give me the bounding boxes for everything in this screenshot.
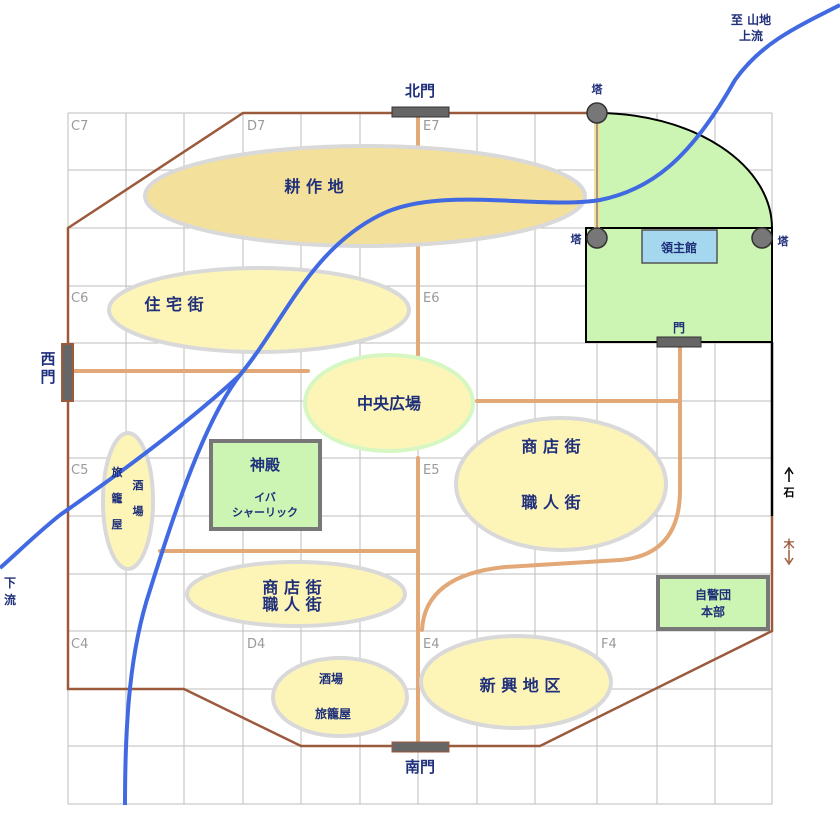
south-gate-label: 南門: [405, 758, 435, 776]
cell-label-c5: C5: [71, 463, 88, 478]
west-inn-char-1: 旅: [112, 465, 123, 479]
south-shop-label-1: 商 店 街: [262, 578, 321, 597]
vigilante-label-2: 本部: [701, 604, 725, 619]
lord-hall-label: 領主館: [660, 240, 697, 255]
east-shop-label-2: 職 人 街: [521, 493, 580, 512]
lord-hall-building: [641, 229, 718, 264]
upstream-label-2: 上流: [739, 28, 763, 43]
south-shop-area: [185, 560, 407, 628]
new-district-label: 新 興 地 区: [480, 676, 561, 695]
tower-label-east: 塔: [778, 234, 790, 248]
town-wall-wood: [66, 111, 774, 748]
temple-name-2: シャーリック: [232, 506, 298, 519]
west-inn-area: [101, 431, 155, 571]
cell-label-c7: C7: [71, 119, 88, 134]
castle-upper-court: [596, 111, 774, 229]
cell-label-c4: C4: [71, 637, 88, 652]
east-shop-label-1: 商 店 街: [521, 437, 580, 456]
stone-wall-label: 石: [783, 486, 795, 499]
cell-label-d7: D7: [247, 119, 265, 134]
vigilante-hq-building: [656, 575, 770, 631]
downstream-label-1: 下: [4, 576, 16, 590]
castle-gate-label: 門: [673, 321, 685, 335]
south-tavern-area: [271, 656, 409, 738]
castle-gate: [656, 336, 702, 348]
river-main: [123, 3, 840, 806]
cell-label-e6: E6: [423, 291, 440, 306]
north-gate: [391, 106, 450, 118]
upstream-label-1: 至 山地: [731, 12, 771, 27]
central-plaza-area: [303, 353, 475, 453]
tower-northwest: [586, 102, 608, 124]
cell-label-c6: C6: [71, 291, 88, 306]
tower-southwest: [586, 227, 608, 249]
west-inn-char-2: 籠: [111, 491, 123, 505]
cell-label-f4: F4: [601, 637, 617, 652]
tower-label-north: 塔: [592, 82, 604, 96]
cell-label-e4: E4: [423, 637, 440, 652]
east-shop-area: [454, 416, 668, 552]
south-gate: [391, 741, 450, 753]
wood-arrow-head-icon: [784, 557, 794, 566]
south-shop-label-2: 職 人 街: [262, 595, 321, 614]
stone-wall-marker: 石: [783, 466, 795, 499]
residential-label: 住 宅 街: [144, 295, 203, 314]
west-inn-char-5: 場: [133, 504, 144, 518]
farmland-label: 耕 作 地: [284, 177, 343, 196]
wood-wall-label: 木: [783, 537, 796, 551]
temple-title: 神殿: [250, 456, 281, 474]
vigilante-label-1: 自警団: [695, 587, 731, 602]
west-gate: [61, 343, 74, 402]
new-district-area: [419, 634, 613, 730]
west-inn-char-4: 酒: [133, 479, 144, 492]
cell-label-e7: E7: [423, 119, 440, 134]
west-gate-label: 西門: [40, 350, 55, 386]
downstream-label-2: 流: [4, 592, 16, 607]
cell-label-d4: D4: [247, 637, 265, 652]
cell-label-e5: E5: [423, 463, 440, 478]
temple-building: [209, 439, 322, 531]
south-tavern-label-2: 旅籠屋: [315, 706, 351, 721]
temple-name-1: イバ: [254, 491, 276, 504]
farmland-area: [143, 144, 587, 248]
tower-label-west: 塔: [571, 232, 583, 246]
stone-arrow-head-icon: [784, 466, 794, 475]
tower-east: [751, 227, 773, 249]
central-plaza-label: 中央広場: [357, 394, 421, 413]
south-tavern-label-1: 酒場: [319, 671, 343, 686]
north-gate-label: 北門: [405, 82, 435, 100]
river-branch: [0, 373, 242, 570]
wood-wall-marker: 木: [783, 537, 796, 566]
west-inn-char-3: 屋: [112, 518, 123, 531]
